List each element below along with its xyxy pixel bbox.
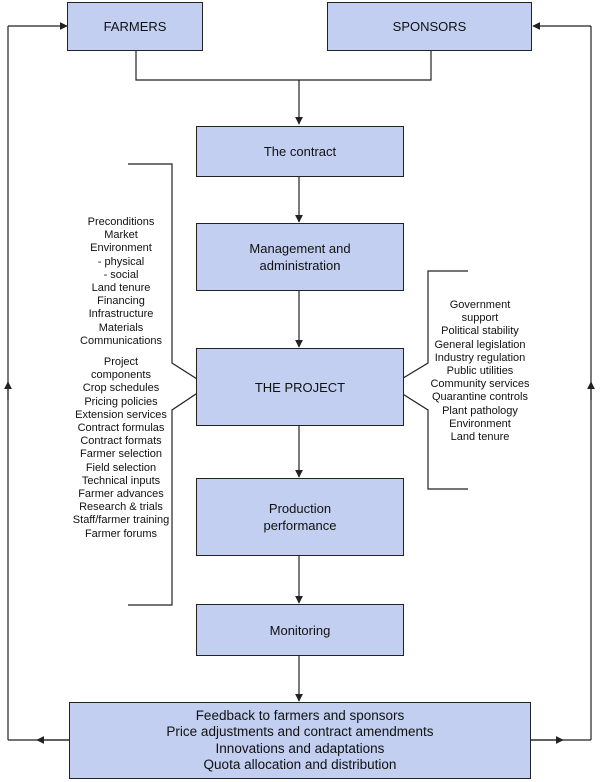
left-factor-item: Infrastructure bbox=[88, 308, 154, 321]
feedback-line: Quota allocation and distribution bbox=[203, 757, 397, 772]
left-factor-item: Technical inputs bbox=[81, 474, 161, 487]
left-factor-item: Market bbox=[104, 229, 138, 242]
left-factor-spacer bbox=[68, 348, 174, 356]
production-label-line: performance bbox=[263, 518, 337, 533]
right-factors-list: Government support Political stability G… bbox=[424, 299, 536, 444]
right-factor-item: Public utilities bbox=[446, 365, 514, 378]
right-factor-item: Quarantine controls bbox=[432, 391, 528, 404]
feedback-line: Feedback to farmers and sponsors bbox=[195, 707, 405, 723]
right-factor-item: Government bbox=[449, 299, 511, 311]
left-factor-item: Farmer advances bbox=[78, 488, 164, 501]
right-factor-item: Plant pathology bbox=[442, 404, 518, 417]
monitoring-label: Monitoring bbox=[269, 622, 331, 638]
contract-label: The contract bbox=[263, 144, 337, 159]
management-label-line: administration bbox=[259, 258, 341, 273]
right-factor-item: support bbox=[461, 312, 499, 325]
left-factor-item: Farmer forums bbox=[84, 527, 158, 540]
left-factor-item: Extension services bbox=[75, 408, 167, 421]
left-factor-item: Research & trials bbox=[79, 501, 163, 514]
left-factor-item: Farmer selection bbox=[80, 448, 162, 461]
monitoring-box: Monitoring bbox=[196, 604, 404, 656]
right-factor-item: Environment bbox=[449, 417, 511, 430]
project-label: THE PROJECT bbox=[254, 379, 346, 395]
production-label-line: Production bbox=[268, 501, 332, 516]
left-factor-item: - social bbox=[103, 268, 139, 281]
left-factor-item: Environment bbox=[90, 242, 152, 255]
left-factor-item: Materials bbox=[98, 321, 144, 334]
sponsors-box: SPONSORS bbox=[327, 2, 532, 51]
management-box: Management and administration bbox=[196, 223, 404, 291]
farmers-label: FARMERS bbox=[103, 19, 167, 34]
right-factor-item: Industry regulation bbox=[434, 351, 526, 364]
left-factor-item: Financing bbox=[97, 295, 145, 308]
left-factor-item: Contract formats bbox=[80, 435, 162, 448]
management-label-line: Management and bbox=[249, 241, 351, 256]
feedback-line: Price adjustments and contract amendment… bbox=[166, 724, 434, 739]
left-factor-item: Pricing policies bbox=[84, 395, 158, 408]
production-box: Production performance bbox=[196, 478, 404, 556]
left-factor-item: - physical bbox=[97, 255, 145, 268]
left-factor-item: components bbox=[91, 369, 151, 382]
left-factor-item: Contract formulas bbox=[77, 422, 165, 435]
farmers-connector bbox=[135, 51, 299, 81]
left-factor-item: Preconditions bbox=[87, 216, 155, 228]
contract-box: The contract bbox=[196, 126, 404, 177]
right-factor-item: Community services bbox=[430, 378, 530, 391]
left-factor-item: Communications bbox=[80, 334, 162, 347]
sponsors-label: SPONSORS bbox=[392, 19, 467, 34]
left-factor-item: Crop schedules bbox=[82, 382, 160, 395]
feedback-box: Feedback to farmers and sponsors Price a… bbox=[69, 702, 531, 779]
feedback-line: Innovations and adaptations bbox=[215, 740, 385, 756]
sponsors-connector bbox=[299, 51, 432, 81]
right-factor-item: Land tenure bbox=[450, 431, 510, 444]
left-factor-item: Project bbox=[103, 356, 139, 369]
right-factor-item: General legislation bbox=[434, 338, 526, 351]
left-factors-list: Preconditions Market Environment - physi… bbox=[68, 216, 174, 541]
right-factor-item: Political stability bbox=[441, 325, 519, 338]
left-factor-item: Staff/farmer training bbox=[72, 514, 170, 527]
left-factor-item: Land tenure bbox=[91, 282, 151, 295]
farmers-box: FARMERS bbox=[67, 2, 203, 51]
left-factor-item: Field selection bbox=[85, 461, 157, 474]
project-box: THE PROJECT bbox=[196, 348, 404, 426]
